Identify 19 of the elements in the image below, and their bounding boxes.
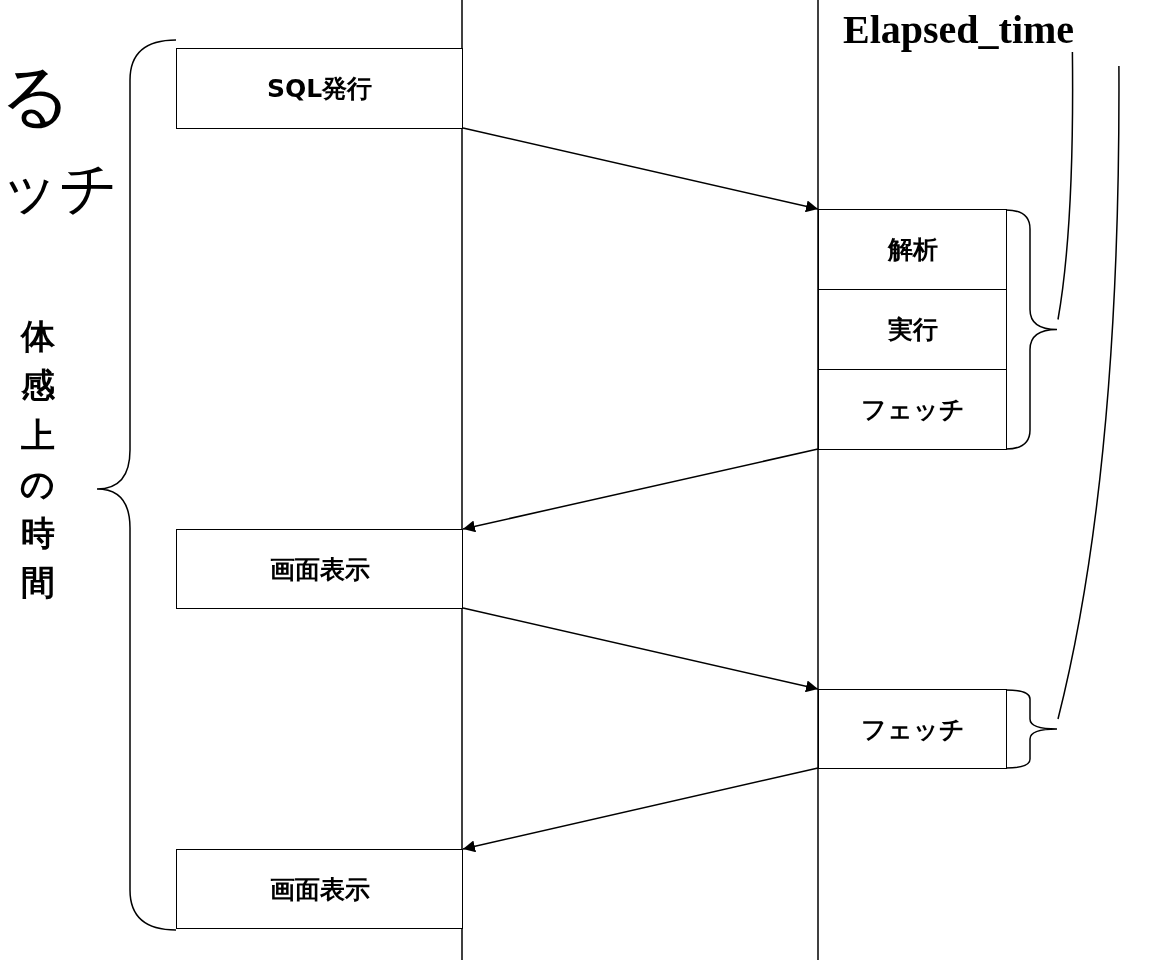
brace-label: 体感上の時間 bbox=[20, 315, 56, 605]
arrow bbox=[462, 607, 819, 693]
arrow bbox=[462, 127, 819, 213]
arrow bbox=[462, 448, 819, 533]
arrow bbox=[462, 767, 819, 853]
leader-line bbox=[1057, 51, 1074, 321]
title-fragment: ッチ bbox=[0, 153, 118, 224]
process-box: 実行 bbox=[818, 289, 1007, 370]
brace bbox=[1006, 689, 1058, 769]
title-fragment: る bbox=[0, 54, 72, 139]
process-box: SQL発行 bbox=[176, 48, 463, 129]
leader-line bbox=[1057, 65, 1120, 720]
brace bbox=[1006, 209, 1058, 450]
process-box: 画面表示 bbox=[176, 529, 463, 609]
process-box: 画面表示 bbox=[176, 849, 463, 929]
process-box: 解析 bbox=[818, 209, 1007, 290]
process-box: フェッチ bbox=[818, 369, 1007, 450]
process-box: フェッチ bbox=[818, 689, 1007, 769]
axis-label: Elapsed_time bbox=[843, 4, 1153, 56]
